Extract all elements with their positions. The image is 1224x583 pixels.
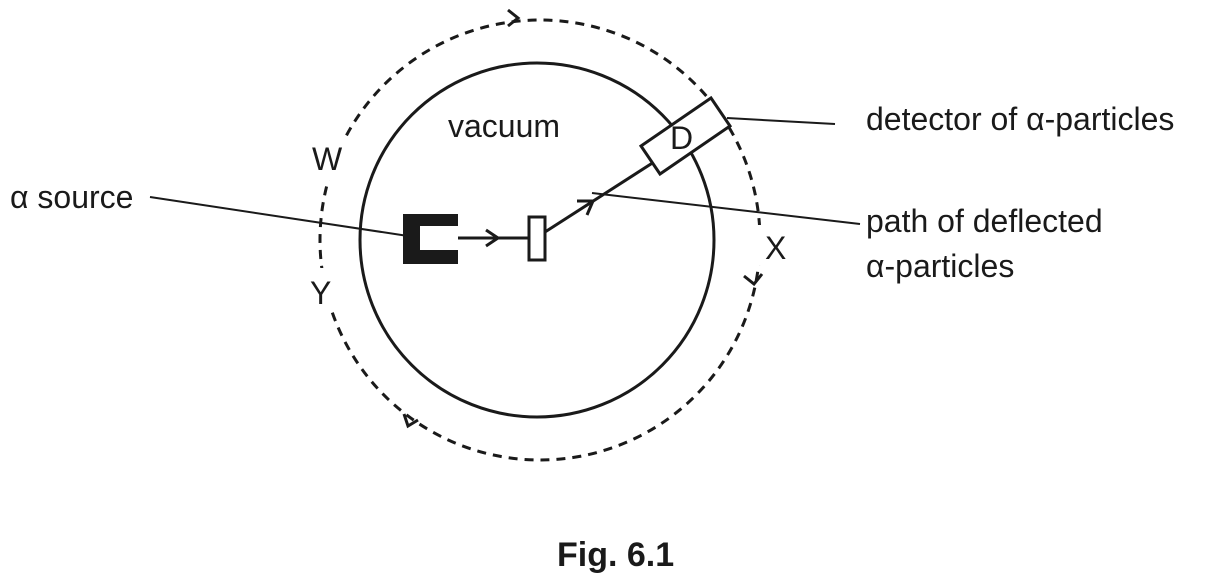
vacuum-chamber (358, 61, 716, 419)
leader-alpha-source (149, 196, 409, 237)
rotation-arrow-bottom-icon (402, 413, 419, 429)
beam-arrow-icon (485, 228, 501, 248)
foil (527, 215, 547, 262)
gap-y (300, 268, 340, 312)
position-y-label: Y (310, 275, 332, 311)
leader-path (591, 192, 861, 225)
alpha-source-icon (403, 214, 458, 264)
position-w-label: W (312, 141, 343, 177)
deflected-path (544, 160, 655, 234)
rotation-arrow-top-icon (507, 8, 521, 28)
alpha-source-label: α source (10, 179, 134, 215)
path-label-line2: α-particles (866, 248, 1015, 284)
position-x-label: X (765, 230, 787, 266)
deflected-arrow-icon (577, 199, 596, 216)
gap-x (748, 225, 782, 265)
figure-caption: Fig. 6.1 (557, 536, 675, 574)
gap-w (300, 140, 360, 180)
vacuum-label: vacuum (448, 108, 561, 144)
rotation-arrow-right-icon (743, 273, 764, 287)
detector-box (638, 95, 733, 177)
detector-label: detector of α-particles (866, 101, 1175, 137)
detector-letter-label: D (670, 120, 694, 156)
leader-detector (726, 117, 836, 125)
path-label-line1: path of deflected (866, 203, 1103, 239)
